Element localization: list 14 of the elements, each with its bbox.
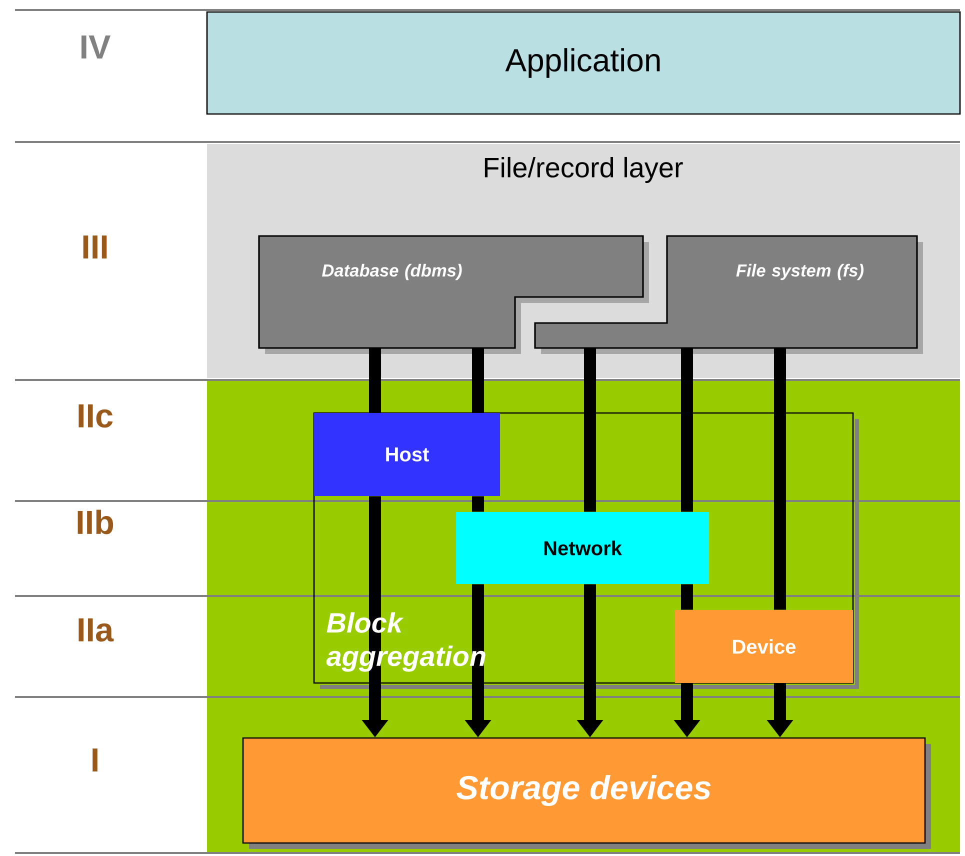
device-box: Device [675,610,853,683]
database-block: Database (dbms) [258,235,649,354]
layer-label: IIb [78,510,114,534]
application-box: Application [206,11,961,115]
layer-label: IIc [78,404,113,428]
layer-label: IIa [78,618,114,642]
layer-label: I [92,748,98,772]
block-aggregation-box [313,412,859,689]
network-box: Network [456,512,709,584]
storage-box: Storage devices [242,737,931,849]
layer-label: III [83,236,107,258]
file-system-block: File system (fs) [534,235,923,354]
layer-label: IV [82,36,111,58]
host-box: Host [314,413,500,496]
